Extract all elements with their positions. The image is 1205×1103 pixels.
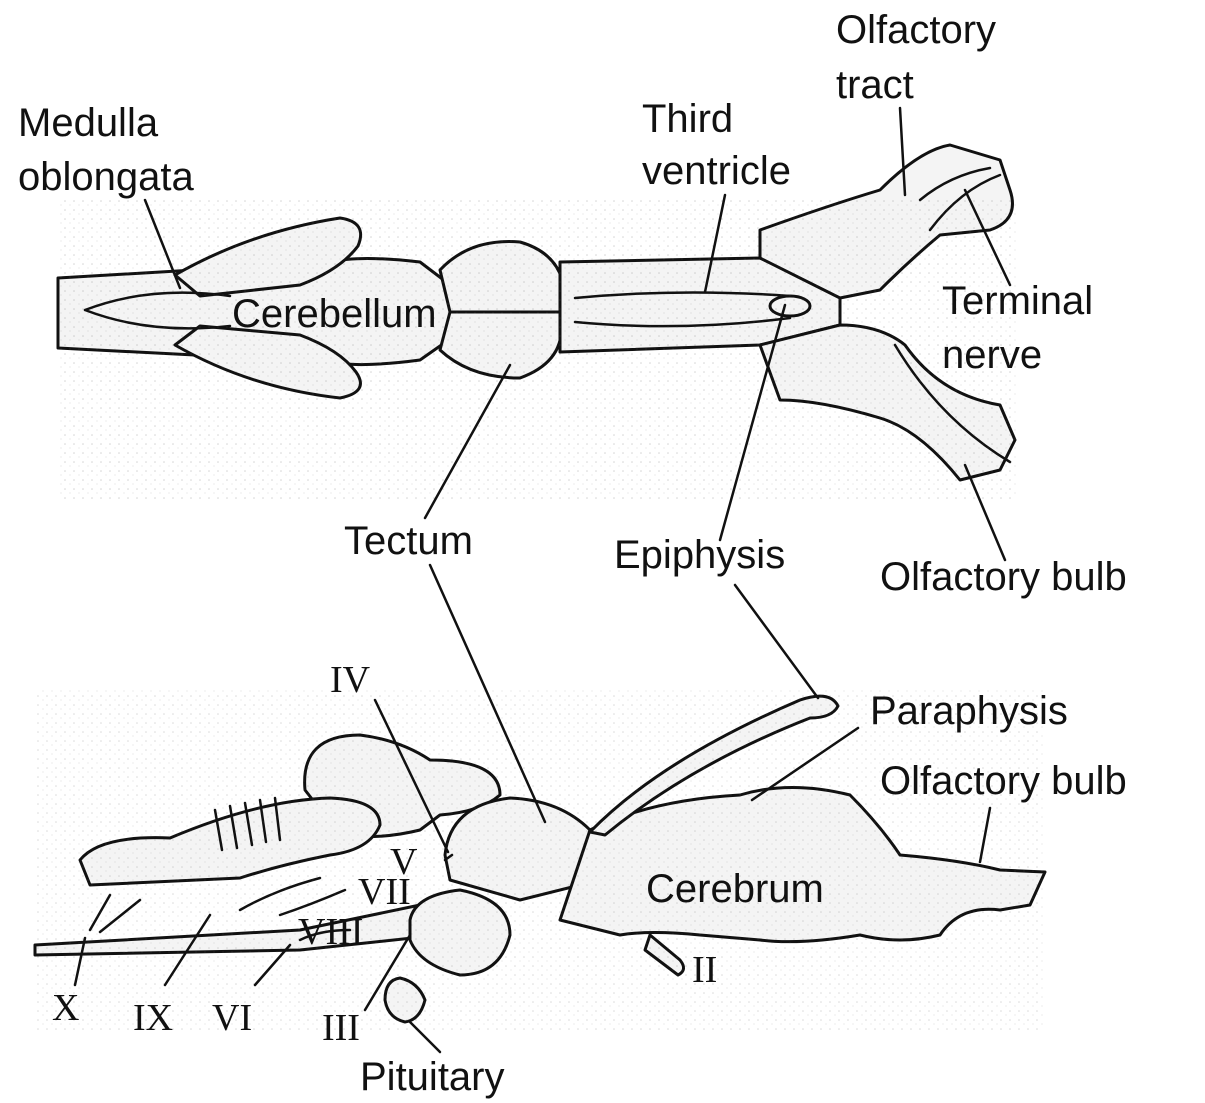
label-nerve-ii: II xyxy=(692,950,717,990)
dorsal-view-brain xyxy=(58,145,1018,500)
label-nerve-viii: VIII xyxy=(298,912,363,952)
label-nerve-vii: VII xyxy=(358,872,411,912)
label-olfactory-tract-line2: tract xyxy=(836,60,914,110)
label-third-ventricle-line1: Third xyxy=(642,94,733,144)
label-third-ventricle-line2: ventricle xyxy=(642,146,791,196)
label-olfactory-tract-line1: Olfactory xyxy=(836,5,996,55)
label-nerve-ix: IX xyxy=(133,998,173,1038)
label-medulla-line2: oblongata xyxy=(18,152,194,202)
label-nerve-iv: IV xyxy=(330,660,370,700)
label-cerebrum: Cerebrum xyxy=(646,864,824,914)
label-tectum: Tectum xyxy=(344,516,473,566)
label-olfactory-bulb-lateral: Olfactory bulb xyxy=(880,756,1127,806)
label-nerve-iii: III xyxy=(322,1008,360,1048)
label-epiphysis: Epiphysis xyxy=(614,530,785,580)
label-terminal-nerve-line2: nerve xyxy=(942,330,1042,380)
lateral-view-brain xyxy=(35,690,1045,1030)
lateral-stipple-shading xyxy=(35,690,1045,1030)
dorsal-stipple-shading xyxy=(58,200,1018,500)
epiphysis-lateral-leader xyxy=(735,585,818,698)
label-cerebellum: Cerebellum xyxy=(232,289,437,339)
label-paraphysis: Paraphysis xyxy=(870,686,1068,736)
label-olfactory-bulb-dorsal: Olfactory bulb xyxy=(880,552,1127,602)
label-nerve-vi: VI xyxy=(212,998,252,1038)
label-terminal-nerve-line1: Terminal xyxy=(942,276,1093,326)
label-medulla-line1: Medulla xyxy=(18,98,158,148)
label-nerve-x: X xyxy=(52,988,79,1028)
label-pituitary: Pituitary xyxy=(360,1052,505,1102)
